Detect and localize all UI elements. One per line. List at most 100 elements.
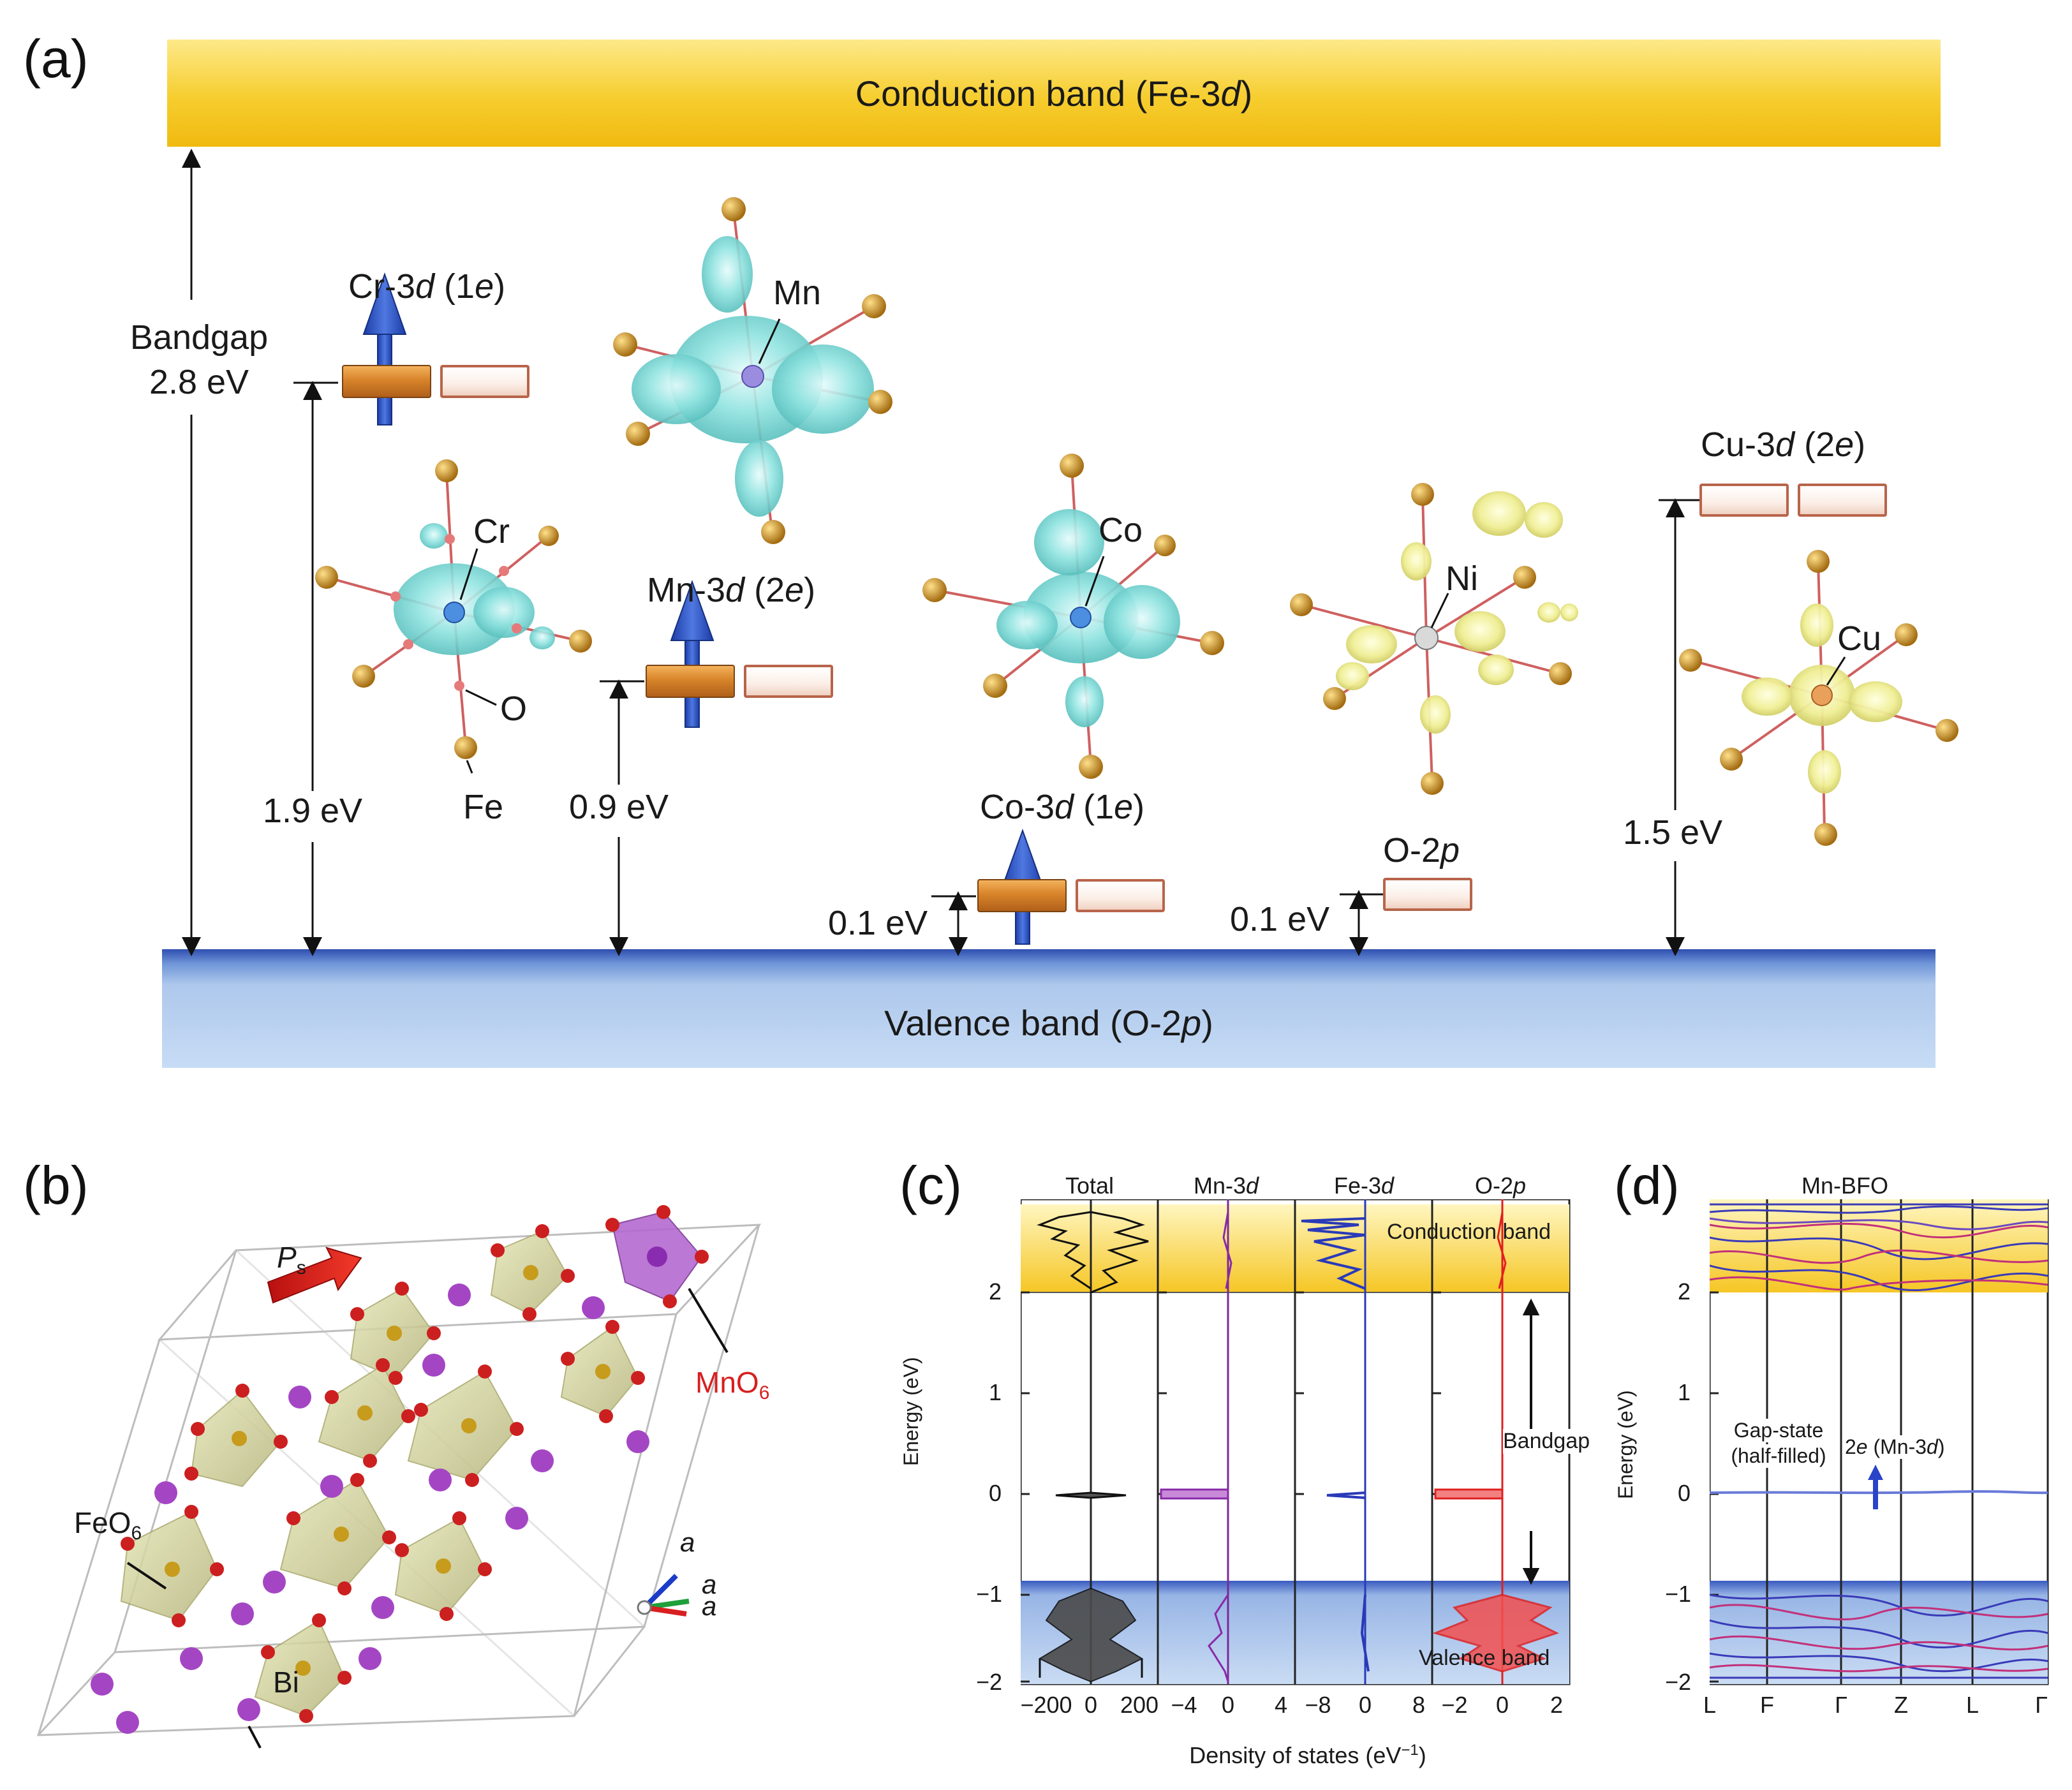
valence-band: Valence band (O-2p) [162, 949, 1935, 1068]
cr-level-label: Cr-3d (1e) [348, 267, 506, 306]
cu-cluster [1679, 550, 1958, 846]
mn-atom-label: Mn [773, 274, 822, 312]
kpoint-5: L [1965, 1692, 1980, 1718]
dos-xtick-o-3: 2 [1550, 1692, 1564, 1718]
gap-state-label-2: (half-filled) [1731, 1444, 1826, 1468]
cr-energy-label: 1.9 eV [262, 792, 363, 830]
band-ylabel: Energy (eV) [1614, 1390, 1637, 1499]
co-energy-label: 0.1 eV [828, 904, 928, 942]
cu-atom-label: Cu [1837, 619, 1882, 658]
bi-label: Bi [273, 1666, 299, 1699]
fe-atom-label: Fe [463, 788, 504, 826]
dos-total-valence [1038, 1587, 1144, 1683]
co-level-empty [1076, 879, 1165, 912]
co-cluster [922, 454, 1224, 779]
co-level-filled [977, 879, 1067, 912]
dos-col-mn: Mn-3d [1193, 1172, 1259, 1199]
ni-cluster [1290, 483, 1578, 795]
kpoint-4: Z [1894, 1692, 1908, 1718]
bandgap-label-2: 2.8 eV [149, 363, 249, 401]
dos-valence-label: Valence band [1419, 1646, 1550, 1670]
band-ytick-1: 1 [1678, 1379, 1691, 1405]
dos-xtick-total-2: 0 [1084, 1692, 1098, 1718]
ps-arrow [267, 1246, 362, 1304]
band-ytick-0: 0 [1678, 1480, 1691, 1506]
band-ytick-2: 2 [1678, 1278, 1691, 1305]
panel-d-label: (d) [1614, 1155, 1680, 1215]
gap-state-arrow [1868, 1465, 1883, 1509]
band-title: Mn-BFO [1801, 1172, 1889, 1199]
valence-band-label: Valence band (O-2p) [884, 1003, 1213, 1043]
dos-xtick-fe-1: −8 [1305, 1692, 1331, 1718]
dos-xtick-fe-2: 0 [1358, 1692, 1372, 1718]
dos-col-fe: Fe-3d [1333, 1172, 1395, 1199]
panel-b-label: (b) [23, 1155, 89, 1215]
cr-level-filled [342, 365, 431, 398]
dos-xtick-total-3: 200 [1120, 1692, 1159, 1718]
bandgap-label-1: Bandgap [130, 318, 269, 357]
kpoint-3: Γ [1835, 1692, 1847, 1718]
dos-xtick-total-1: −200 [1020, 1692, 1072, 1718]
dos-ytick-1: 1 [989, 1379, 1002, 1405]
dos-fe-curve [1301, 1217, 1370, 1672]
mn-level-label: Mn-3d (2e) [647, 571, 816, 609]
co-level-label: Co-3d (1e) [980, 788, 1145, 826]
cu-level-empty-2 [1798, 484, 1887, 517]
mn-level-filled [646, 665, 735, 698]
axis-triad [637, 1574, 690, 1616]
mno6-label: MnO6 [695, 1366, 770, 1404]
mn-cluster [613, 197, 892, 544]
panel-a-arrows [182, 149, 1958, 956]
crystal-structure [36, 1205, 762, 1749]
dos-bandgap-label: Bandgap [1503, 1429, 1590, 1454]
dos-xtick-mn-1: −4 [1171, 1692, 1197, 1718]
dos-xlabel: Density of states (eV−1) [1189, 1742, 1426, 1768]
cu-level-empty-1 [1699, 484, 1789, 517]
ni-level-label: O-2p [1383, 831, 1460, 869]
mn-level-empty [744, 665, 833, 698]
axis-a-label-1: a [680, 1527, 695, 1557]
feo6-pointer [126, 1562, 167, 1590]
mn-gap-label: 2e (Mn-3d) [1845, 1435, 1945, 1459]
gap-state-label-1: Gap-state [1733, 1419, 1824, 1442]
conduction-band: Conduction band (Fe-3d) [167, 40, 1941, 147]
valence-bands [1710, 1594, 2048, 1679]
mn-energy-label: 0.9 eV [568, 788, 669, 826]
dos-conduction-label: Conduction band [1387, 1220, 1551, 1244]
dos-mn-curve [1160, 1211, 1232, 1682]
conduction-band-label: Conduction band (Fe-3d) [855, 73, 1253, 114]
cu-energy-label: 1.5 eV [1622, 813, 1723, 852]
ni-atom-label: Ni [1446, 559, 1478, 598]
dos-col-o: O-2p [1474, 1172, 1527, 1199]
kpoint-6: Γ [2035, 1692, 2048, 1718]
dos-xtick-mn-3: 4 [1274, 1692, 1288, 1718]
dos-xtick-fe-3: 8 [1412, 1692, 1426, 1718]
dos-total-curve [1037, 1211, 1149, 1499]
band-ytick-m2: −2 [1665, 1669, 1692, 1695]
co-spin-arrow [1000, 829, 1045, 945]
dos-plot [1021, 1199, 1571, 1685]
dos-ytick-m1: −1 [976, 1581, 1003, 1607]
panel-c-label: (c) [899, 1155, 962, 1215]
dos-o-curve [1432, 1211, 1559, 1673]
feo6-label: FeO6 [74, 1506, 142, 1544]
dos-ytick-2: 2 [989, 1278, 1002, 1305]
dos-xtick-o-1: −2 [1441, 1692, 1468, 1718]
kpoint-2: F [1760, 1692, 1774, 1718]
dos-xtick-o-2: 0 [1495, 1692, 1509, 1718]
co-atom-label: Co [1099, 511, 1143, 549]
ni-energy-label: 0.1 eV [1230, 900, 1330, 938]
o-atom-label: O [500, 690, 528, 728]
dos-xtick-mn-2: 0 [1221, 1692, 1235, 1718]
ni-o2p-level [1383, 878, 1472, 911]
cr-level-empty [440, 365, 529, 398]
gap-state-band [1710, 1490, 2048, 1495]
dos-ylabel: Energy (eV) [899, 1357, 922, 1466]
axis-a-label-3: a [702, 1591, 717, 1621]
kpoint-1: L [1703, 1692, 1717, 1718]
panel-a-label: (a) [23, 29, 89, 89]
conduction-bands [1710, 1203, 2048, 1292]
band-ytick-m1: −1 [1665, 1581, 1692, 1607]
dos-ytick-0: 0 [989, 1480, 1002, 1506]
ps-label: Ps [277, 1241, 306, 1279]
